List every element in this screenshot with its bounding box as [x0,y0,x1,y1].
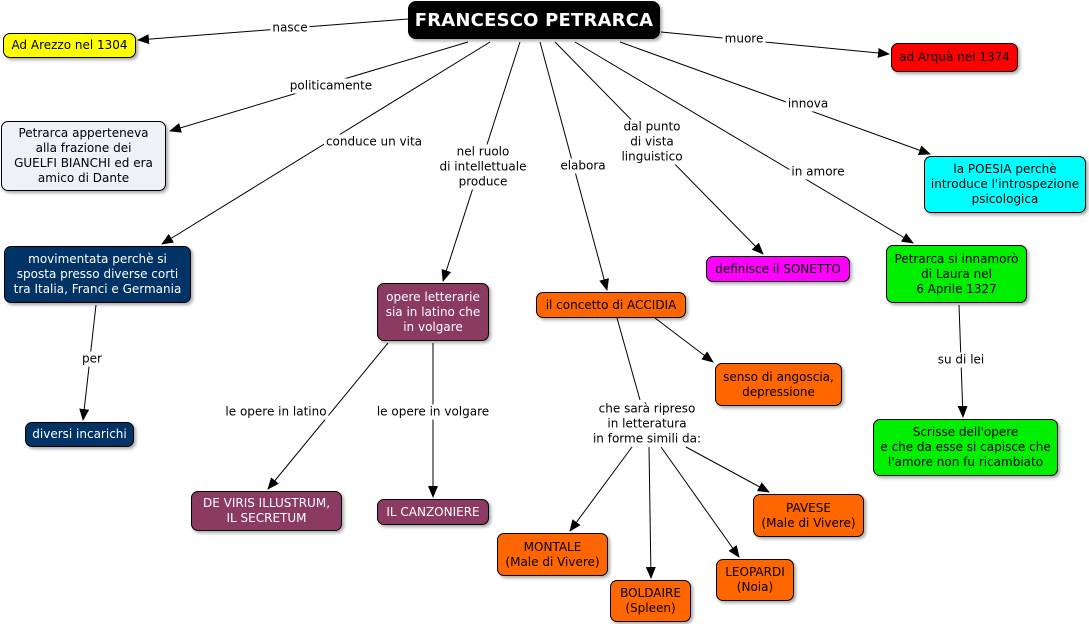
node-definisce-il-sonetto[interactable]: definisce il SONETTO [706,256,850,282]
node-diversi-incarichi[interactable]: diversi incarichi [25,422,134,447]
label-nasce: nasce [270,20,310,36]
label-che-sara-ripreso: che sarà ripreso in letteratura in forme… [590,401,704,447]
label-nel-ruolo: nel ruolo di intellettuale produce [437,144,529,190]
label-le-opere-in-volgare: le opere in volgare [374,404,492,420]
label-linguistico: dal punto di vista linguistico [619,119,685,165]
node-concetto-di-accidia[interactable]: il concetto di ACCIDIA [536,292,686,318]
node-de-viris-illustrum[interactable]: DE VIRIS ILLUSTRUM, IL SECRETUM [191,491,342,531]
node-leopardi[interactable]: LEOPARDI (Noia) [716,559,794,601]
label-in-amore: in amore [789,164,847,180]
node-ad-arqua[interactable]: ad Arquà nel 1374 [891,43,1018,72]
node-opere-letterarie[interactable]: opere letterarie sia in latino che in vo… [377,283,489,341]
node-pavese[interactable]: PAVESE (Male di Vivere) [753,494,864,537]
label-elabora: elabora [558,158,608,174]
node-scrisse-dell-opere[interactable]: Scrisse dell'opere e che da esse si capi… [873,419,1058,476]
node-guelfi-bianchi[interactable]: Petrarca apperteneva alla frazione dei G… [1,121,166,191]
label-per: per [80,351,104,367]
label-muore: muore [722,31,766,47]
node-il-canzoniere[interactable]: IL CANZONIERE [377,499,489,525]
node-ad-arezzo[interactable]: Ad Arezzo nel 1304 [3,33,136,58]
label-su-di-lei: su di lei [935,352,987,368]
node-senso-di-angoscia[interactable]: senso di angoscia, depressione [715,363,842,406]
node-laura[interactable]: Petrarca si innamorò di Laura nel 6 Apri… [886,245,1027,303]
label-le-opere-in-latino: le opere in latino [223,404,329,420]
node-montale[interactable]: MONTALE (Male di Vivere) [497,533,608,576]
node-movimentata[interactable]: movimentata perchè si sposta presso dive… [4,246,191,303]
label-politicamente: politicamente [287,78,375,94]
node-boldaire[interactable]: BOLDAIRE (Spleen) [610,580,691,622]
label-innova: innova [785,96,831,112]
node-la-poesia[interactable]: la POESIA perchè introduce l'introspezio… [924,156,1086,213]
node-francesco-petrarca[interactable]: FRANCESCO PETRARCA [408,1,660,39]
label-conduce-un-vita: conduce un vita [323,134,425,150]
